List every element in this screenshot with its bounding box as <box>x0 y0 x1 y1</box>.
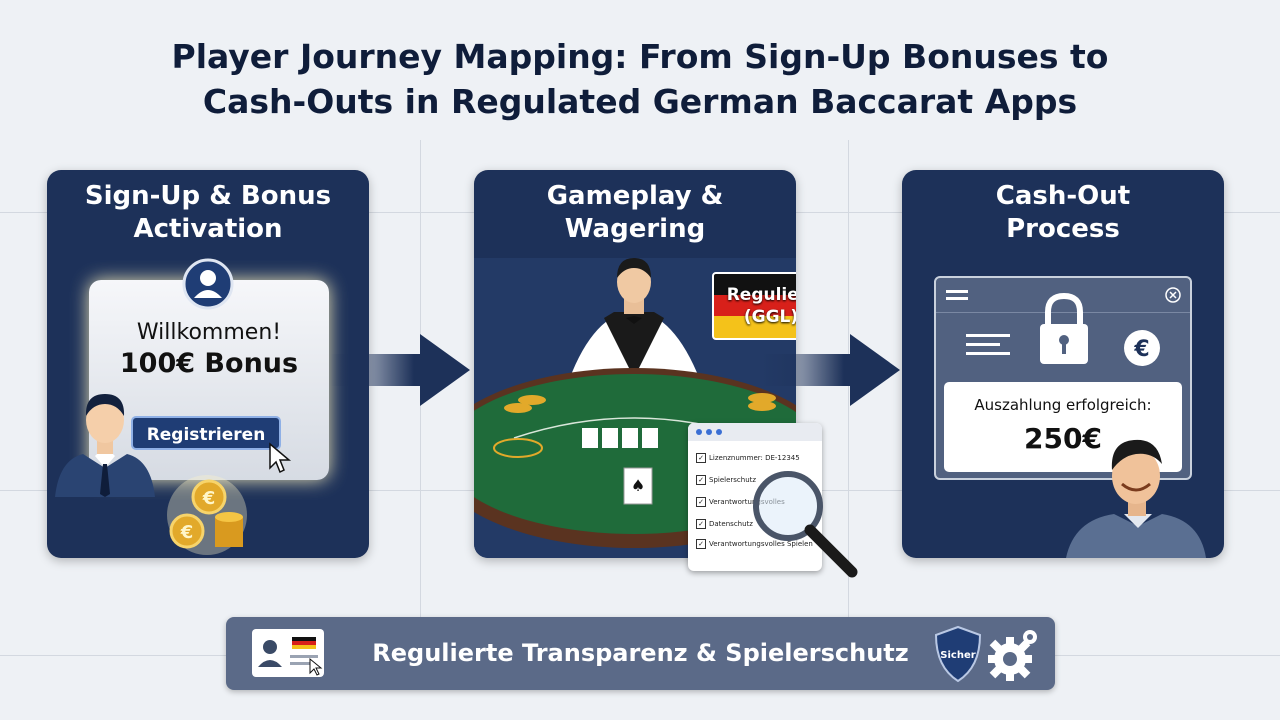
checklist-item: ✓Verantwortungsvolles <box>696 497 814 507</box>
welcome-panel: Willkommen! 100€ Bonus Registrieren <box>89 280 329 480</box>
banner-text: Regulierte Transparenz & Spielerschutz <box>372 639 909 667</box>
checklist-item: ✓Verantwortungsvolles Spielen <box>696 539 814 549</box>
welcome-text: Willkommen! <box>136 320 282 345</box>
footer-banner: Regulierte Transparenz & Spielerschutz S… <box>226 617 1055 690</box>
stage-card-signup: Sign-Up & Bonus Activation Willkommen! 1… <box>47 170 369 558</box>
magnifier-icon <box>753 471 858 578</box>
text-lines-icon <box>966 334 1010 355</box>
user-avatar-icon <box>182 258 234 310</box>
svg-text:€: € <box>1133 337 1149 362</box>
badge-line-1: Reguliert <box>726 285 796 305</box>
svg-text:Sicher: Sicher <box>940 650 975 661</box>
stage-title: Cash-Out Process <box>995 181 1131 244</box>
happy-player-illustration <box>1066 439 1206 558</box>
register-button[interactable]: Registrieren <box>131 416 281 450</box>
stage-title: Sign-Up & Bonus Activation <box>84 181 332 244</box>
menu-icon[interactable] <box>946 288 970 302</box>
flow-arrow-1 <box>330 334 470 406</box>
euro-icon: € <box>1124 330 1160 366</box>
badge-line-2: (GGL) <box>743 307 796 327</box>
checklist-item: ✓Datenschutz <box>696 519 814 529</box>
gear-icon <box>988 630 1037 681</box>
payout-label: Auszahlung erfolgreich: <box>974 396 1152 414</box>
svg-text:€: € <box>202 488 216 509</box>
page-title: Player Journey Mapping: From Sign-Up Bon… <box>0 34 1280 124</box>
bonus-text: 100€ Bonus <box>119 348 299 379</box>
svg-text:♠: ♠ <box>631 476 645 495</box>
stage-card-cashout: Cash-Out Process € Auszahlung erfolgreic… <box>902 170 1224 558</box>
title-line-2: Cash-Outs in Regulated German Baccarat A… <box>202 82 1078 121</box>
checklist-item: ✓Lizenznummer: DE-12345 <box>696 453 814 463</box>
lock-icon <box>1040 292 1088 364</box>
title-line-1: Player Journey Mapping: From Sign-Up Bon… <box>171 37 1109 76</box>
baccarat-table-illustration: ♠ <box>474 258 796 558</box>
coin-stack-icon: € € <box>167 475 247 555</box>
businessman-illustration <box>55 394 155 497</box>
shield-icon: Sicher <box>934 625 982 683</box>
checklist-item: ✓Spielerschutz <box>696 475 814 485</box>
stage-title: Gameplay & Wagering <box>546 181 724 244</box>
app-titlebar <box>936 278 1190 313</box>
svg-text:€: € <box>180 522 194 543</box>
payout-amount: 250€ <box>1024 422 1102 455</box>
id-card-icon <box>252 629 324 677</box>
regulated-badge: Reguliert (GGL) <box>712 272 796 340</box>
close-icon[interactable] <box>1164 286 1182 304</box>
flow-arrow-2 <box>760 334 900 406</box>
cursor-icon <box>269 442 292 474</box>
